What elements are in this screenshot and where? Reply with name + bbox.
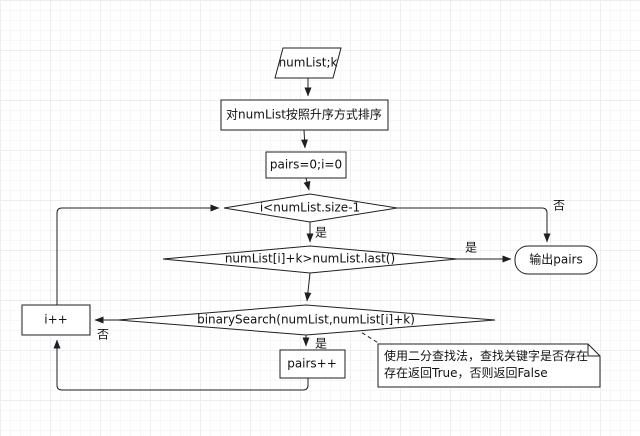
note-box <box>377 343 601 388</box>
edge-condloop-no-to-output <box>397 207 551 243</box>
i-inc-label: i++ <box>44 312 68 327</box>
init-rect <box>265 151 347 179</box>
pairs-inc-label: pairs++ <box>287 356 337 371</box>
edge-iinc-to-condloop <box>56 204 220 305</box>
sort-label: 对numList按照升序方式排序 <box>226 107 382 122</box>
cond-last-label: numList[i]+k>numList.last() <box>224 251 396 266</box>
cond-last-yes-label: 是 <box>464 240 478 255</box>
note-text-line2: 存在返回True，否则返回False <box>384 366 548 380</box>
edge-sort-to-init <box>301 129 309 149</box>
edge-pairsinc-to-iinc <box>53 339 309 391</box>
i-inc-rect <box>21 304 91 336</box>
note-text: 使用二分查找法，查找关键字是否存在 存在返回True，否则返回False <box>384 348 596 382</box>
cond-loop-diamond <box>223 193 398 223</box>
input-parallelogram <box>274 47 342 79</box>
pairs-inc-rect <box>279 349 346 379</box>
note-fold-corner <box>587 344 600 357</box>
input-label: numList;k <box>278 55 338 70</box>
cond-search-no-label: 否 <box>96 327 110 342</box>
init-label: pairs=0;i=0 <box>269 157 343 172</box>
cond-search-label: binarySearch(numList,numList[i]+k) <box>197 312 415 327</box>
edge-note-dashed <box>355 328 381 345</box>
cond-search-diamond <box>117 304 496 336</box>
cond-loop-no-label: 否 <box>552 198 566 213</box>
cond-search-yes-label: 是 <box>314 336 328 351</box>
note-text-line1: 使用二分查找法，查找关键字是否存在 <box>384 349 589 363</box>
sort-rect <box>220 99 389 131</box>
output-rounded-rect <box>514 245 598 275</box>
cond-loop-label: i<numList.size-1 <box>259 200 361 215</box>
output-label: 输出pairs <box>529 252 583 267</box>
edge-init-to-condloop <box>303 177 311 191</box>
cond-last-diamond <box>162 245 458 274</box>
cond-loop-yes-label: 是 <box>314 225 328 240</box>
edge-condlast-to-condsearch <box>304 272 312 302</box>
